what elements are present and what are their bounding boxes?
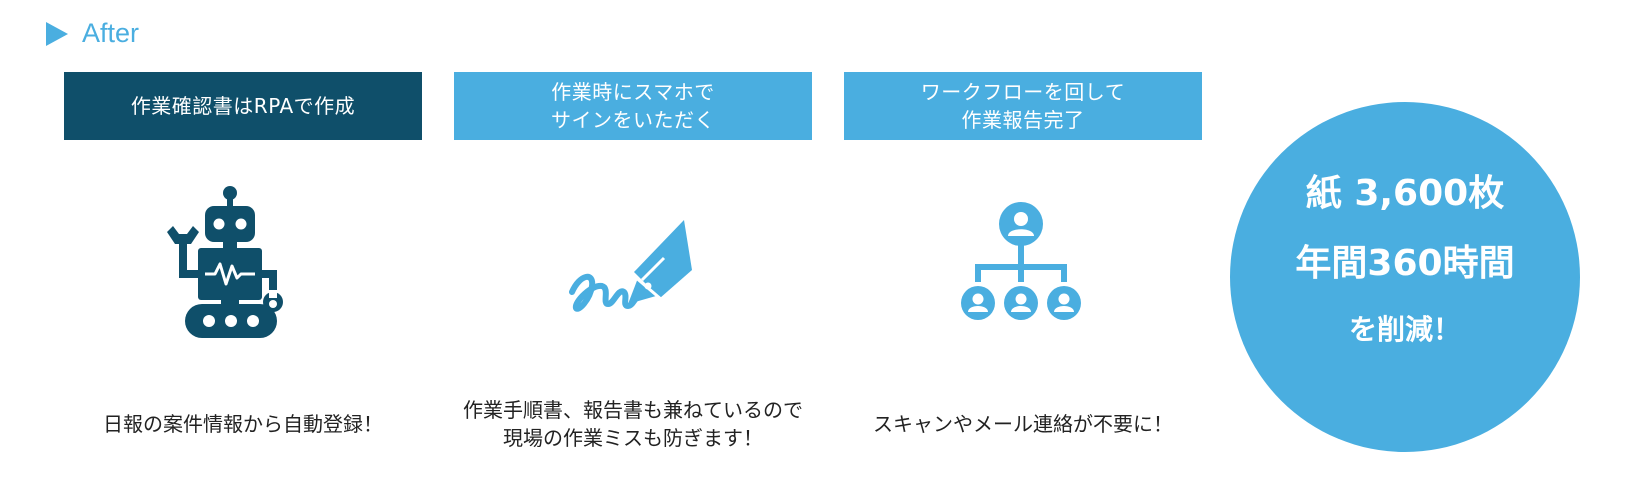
result-paper: 紙 3,600枚: [1305, 173, 1505, 214]
column-header-rpa: 作業確認書はRPAで作成: [64, 72, 422, 140]
caption-workflow: スキャンやメール連絡が不要に！: [873, 412, 1173, 436]
org-chart-icon: [961, 202, 1081, 320]
robot-icon: [167, 186, 283, 338]
column-header-workflow: ワークフローを回して 作業報告完了: [844, 72, 1202, 140]
fountain-pen-signature-icon: [569, 220, 692, 312]
triangle-right-icon: [46, 21, 68, 46]
caption-rpa: 日報の案件情報から自動登録！: [103, 412, 383, 436]
result-hours: 年間360時間: [1295, 243, 1515, 284]
section-heading-label: After: [82, 18, 140, 48]
section-heading: After: [46, 18, 139, 49]
column-header-sign: 作業時にスマホで サインをいただく: [454, 72, 812, 140]
result-reduced: を削減！: [1348, 313, 1461, 346]
result-circle: 紙 3,600枚 年間360時間 を削減！: [1230, 102, 1580, 452]
caption-sign: 作業手順書、報告書も兼ねているので 現場の作業ミスも防ぎます！: [463, 398, 803, 450]
